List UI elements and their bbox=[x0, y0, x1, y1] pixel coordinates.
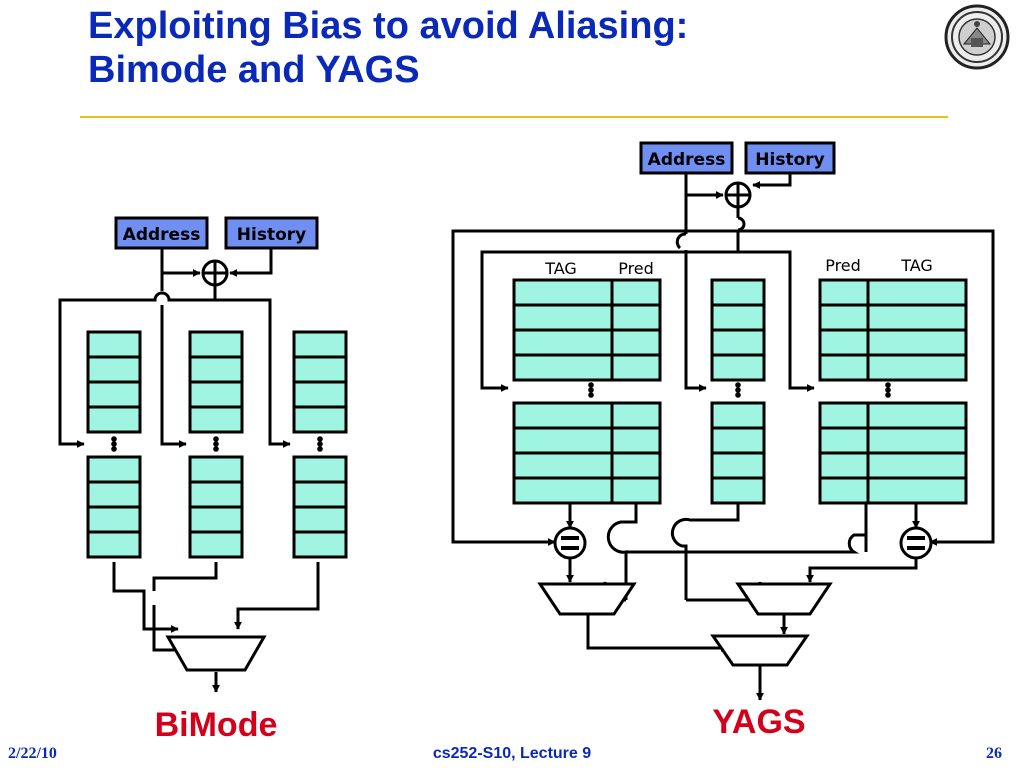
yags-left-pred-header: Pred bbox=[618, 259, 654, 278]
yags-caption: YAGS bbox=[712, 703, 805, 741]
bimode-wires bbox=[58, 248, 320, 693]
bimode-mux-icon bbox=[165, 635, 267, 672]
slide-title: Exploiting Bias to avoid Aliasing: Bimod… bbox=[88, 4, 688, 92]
yags-left-mux-icon bbox=[537, 582, 637, 616]
page-number: 26 bbox=[986, 745, 1002, 762]
title-underline bbox=[80, 116, 948, 118]
yags-left-cache bbox=[512, 278, 662, 505]
yags-history-box bbox=[744, 141, 836, 175]
bimode-address-label: Address bbox=[123, 225, 201, 245]
yags-right-mux-icon bbox=[735, 582, 833, 616]
yags-right-cache bbox=[818, 278, 968, 505]
yags-right-pred-header: Pred bbox=[825, 256, 861, 275]
slide-title-line-2: Bimode and YAGS bbox=[88, 49, 420, 91]
yags-right-tag-header: TAG bbox=[900, 256, 933, 275]
yags-right-comparator-icon bbox=[899, 526, 933, 560]
yags-choice-table bbox=[710, 278, 766, 505]
bimode-caption: BiMode bbox=[155, 706, 278, 744]
yags-address-box bbox=[639, 141, 734, 175]
yags-final-mux-icon bbox=[710, 634, 810, 667]
bimode-table-2 bbox=[188, 330, 244, 559]
slide-title-line-1: Exploiting Bias to avoid Aliasing: bbox=[88, 5, 689, 47]
bimode-predictor: Address History bbox=[58, 216, 348, 744]
university-seal-icon bbox=[944, 4, 1010, 70]
yags-left-comparator-icon bbox=[553, 526, 587, 560]
yags-xor-icon bbox=[724, 181, 752, 209]
yags-address-label: Address bbox=[648, 150, 726, 170]
yags-predictor: Address History bbox=[451, 141, 995, 741]
bimode-table-1 bbox=[86, 330, 142, 559]
bimode-xor-icon bbox=[201, 259, 229, 287]
bimode-history-label: History bbox=[237, 225, 306, 245]
footer-date: 2/22/10 bbox=[8, 745, 57, 762]
yags-wires bbox=[451, 173, 995, 701]
footer-course: cs252-S10, Lecture 9 bbox=[432, 745, 592, 762]
yags-left-tag-header: TAG bbox=[544, 259, 577, 278]
bimode-table-3 bbox=[292, 330, 348, 559]
yags-history-label: History bbox=[755, 150, 824, 170]
